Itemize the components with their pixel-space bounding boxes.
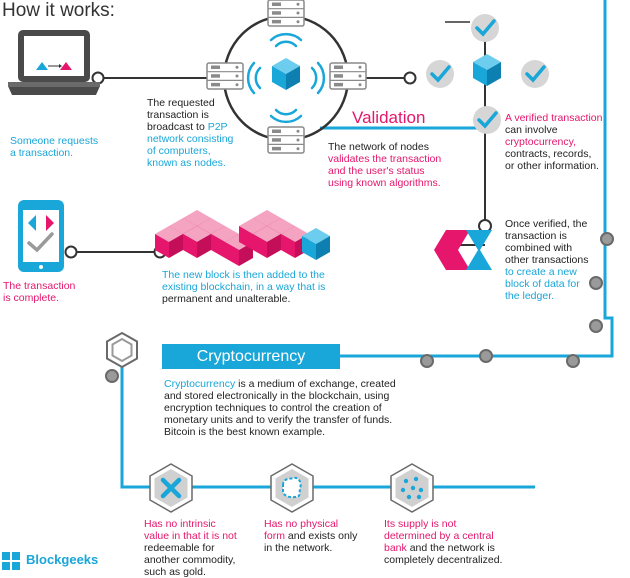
cube-icon [473, 54, 501, 86]
crypto-line: is a medium of exchange, created [235, 378, 396, 390]
step2-text: The requested transaction is broadcast t… [147, 97, 233, 169]
step6-text: The new block is then added to the exist… [162, 269, 325, 305]
step1-line: Someone requests [10, 135, 99, 147]
feature1-line: another commodity, [144, 554, 236, 566]
validation-line: using known algorithms. [328, 177, 441, 189]
step6-line: existing blockchain, in a way that is [162, 281, 326, 293]
step2-line: of computers, [147, 145, 211, 157]
p2p-term: P2P [207, 121, 228, 133]
crypto-term: Cryptocurrency [164, 378, 236, 390]
feature1-line: Has no intrinsic [144, 518, 216, 530]
validation-line: The network of nodes [328, 141, 429, 153]
laptop-icon [8, 30, 100, 95]
node-network [206, 0, 367, 154]
crypto-line: monetary units and to verify the transfe… [164, 414, 393, 426]
feature1-line: value in that it is not [144, 530, 237, 542]
step2-line: known as nodes. [147, 157, 226, 169]
step4-text: A verified transaction can involve crypt… [505, 112, 602, 172]
step5-line: combined with [505, 242, 573, 254]
no-value-icon [149, 463, 193, 513]
step6-line: The new block is then added to the [162, 269, 325, 281]
feature1-line: such as gold. [144, 566, 206, 578]
cryptocurrency-label: Cryptocurrency [162, 344, 340, 369]
feature2-text: Has no physical form and exists only in … [264, 518, 357, 554]
step4-line: A verified transaction [505, 112, 603, 124]
step4-line: or other information. [505, 160, 599, 172]
server-icon [267, 0, 305, 27]
check-icon [473, 106, 501, 134]
feature2-line: and exists only [285, 530, 358, 542]
feature3-line: determined by a central [384, 530, 494, 542]
feature2-line: in the network. [264, 542, 333, 554]
blockgeeks-logo-icon [2, 552, 20, 570]
check-icon [426, 60, 454, 88]
server-icon [329, 62, 367, 90]
step7-line: The transaction [3, 280, 76, 292]
blockgeeks-logo-text: Blockgeeks [26, 552, 99, 567]
crypto-definition: Cryptocurrency is a medium of exchange, … [164, 378, 396, 438]
feature2-line: form [264, 530, 285, 542]
blockchain-graphic [155, 210, 330, 266]
step5-line: Once verified, the [505, 218, 588, 230]
check-icon [521, 60, 549, 88]
phone-icon [18, 200, 64, 272]
validation-text: The network of nodes validates the trans… [328, 141, 441, 189]
feature3-line: and the network is [406, 542, 495, 554]
decentralized-supply-icon [390, 463, 434, 513]
server-icon [267, 126, 305, 154]
feature1-text: Has no intrinsic value in that it is not… [144, 518, 237, 578]
step7-text: The transaction is complete. [3, 280, 75, 304]
step7-line: is complete. [3, 292, 60, 304]
step4-line: cryptocurrency, [505, 136, 576, 148]
feature3-line: bank [384, 542, 407, 554]
step5-line: the ledger. [505, 290, 555, 302]
step4-line: contracts, records, [505, 148, 592, 160]
step1-line: a transaction. [10, 147, 74, 159]
crypto-hex-icon [106, 331, 138, 369]
check-icon [471, 14, 499, 42]
validation-line: and the user's status [328, 165, 425, 177]
page-title: How it works: [2, 0, 115, 21]
no-physical-form-icon [270, 463, 314, 513]
server-icon [206, 62, 244, 90]
step2-line: The requested [147, 97, 215, 109]
feature3-line: Its supply is not [384, 518, 457, 530]
validation-line: validates the transaction [328, 153, 442, 165]
step5-line: other transactions [505, 254, 589, 266]
crypto-line: Bitcoin is the best known example. [164, 426, 326, 438]
step5-line: block of data for [505, 278, 580, 290]
step2-line: broadcast to [147, 121, 208, 133]
step2-line: network consisting [147, 133, 234, 145]
step1-text: Someone requests a transaction. [10, 135, 98, 159]
feature3-line: completely decentralized. [384, 554, 503, 566]
step5-text: Once verified, the transaction is combin… [505, 218, 588, 302]
cube-icon [272, 58, 300, 90]
step2-line: transaction is [147, 109, 209, 121]
validation-checks [426, 14, 549, 134]
crypto-line: encryption techniques to control the cre… [164, 402, 382, 414]
crypto-line: and stored electronically in the blockch… [164, 390, 390, 402]
step5-line: to create a new [505, 266, 577, 278]
step6-line: permanent and unalterable. [162, 293, 291, 305]
feature2-line: Has no physical [264, 518, 339, 530]
step5-line: transaction is [505, 230, 567, 242]
validation-label: Validation [352, 108, 426, 127]
line-nodes [64, 71, 614, 383]
feature3-text: Its supply is not determined by a centra… [384, 518, 502, 566]
feature1-line: redeemable for [144, 542, 215, 554]
block-combine-icon [434, 230, 492, 270]
step4-line: can involve [505, 124, 558, 136]
